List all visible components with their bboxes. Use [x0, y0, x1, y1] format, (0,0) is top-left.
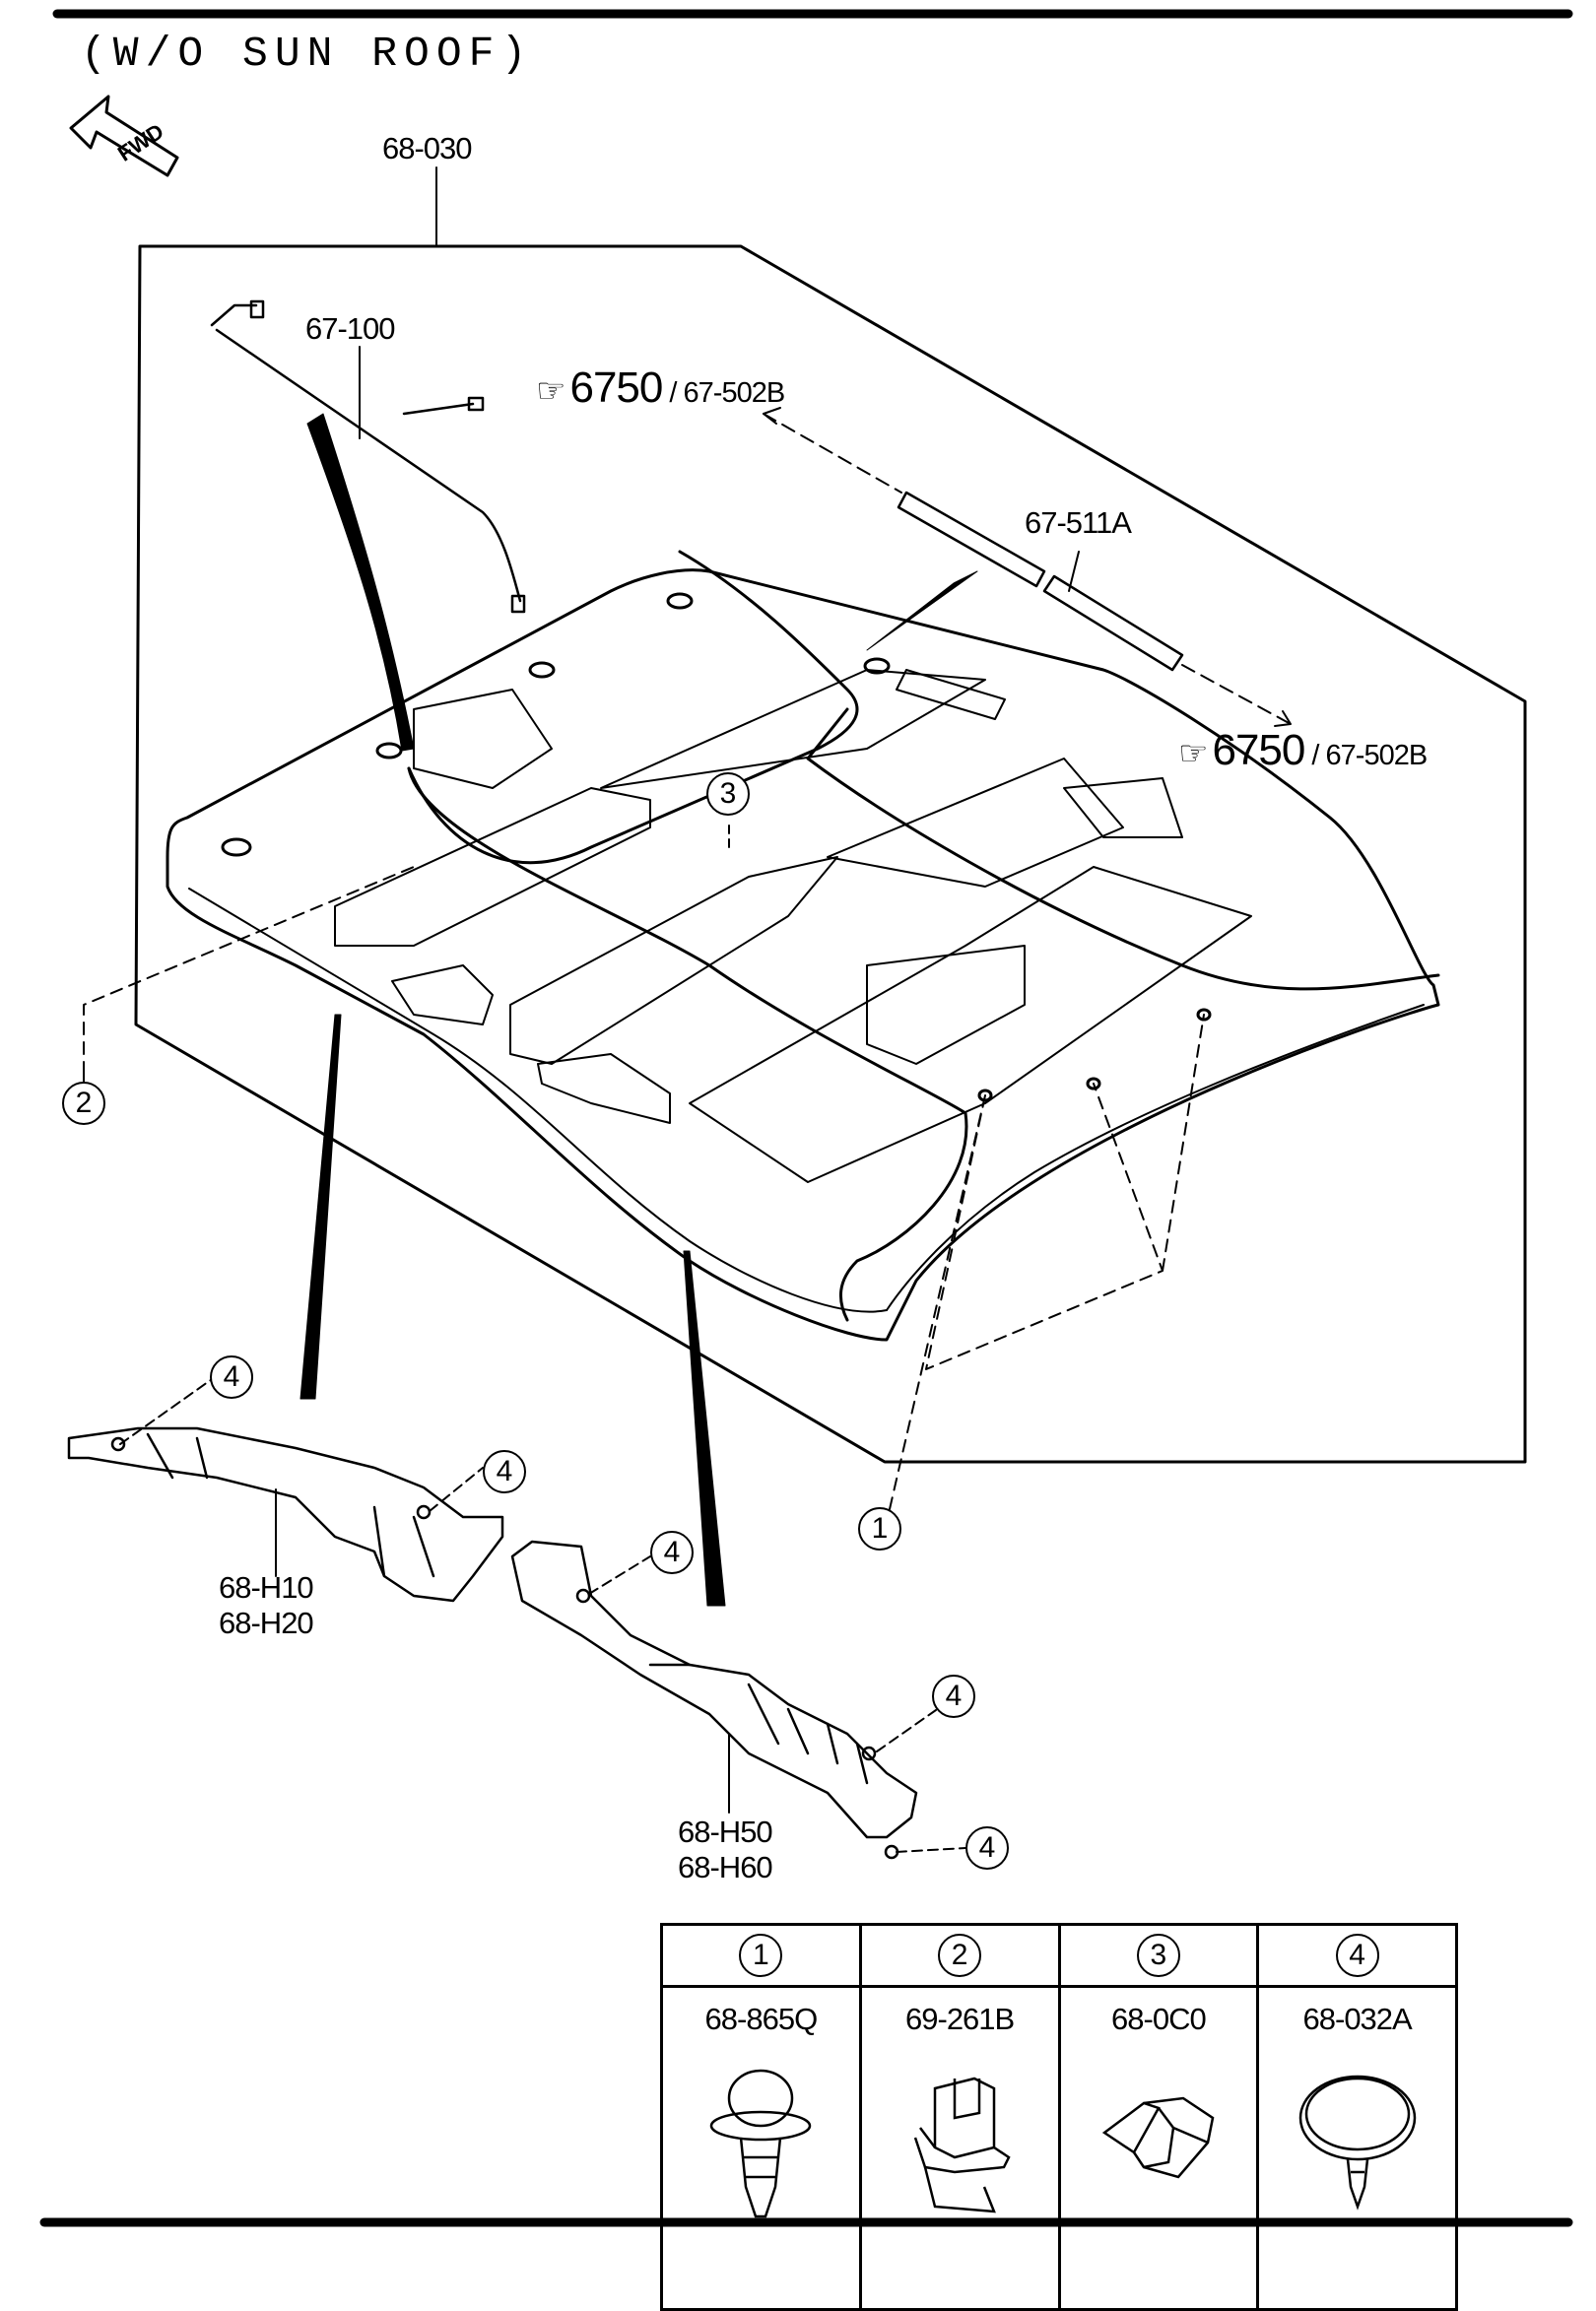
- callout-2: 2: [62, 1082, 105, 1125]
- legend-num: 3: [1136, 1934, 1180, 1977]
- push-clip-icon: [710, 2069, 812, 2218]
- legend-num: 2: [938, 1934, 982, 1977]
- legend-num: 4: [1335, 1934, 1379, 1977]
- exploded-diagram: [39, 9, 1573, 2227]
- round-clip-icon: [1298, 2075, 1416, 2211]
- ref-group-number: 6750: [1212, 726, 1305, 774]
- label-harness: 67-100: [305, 311, 396, 346]
- legend-part: 69-261B: [905, 2002, 1015, 2036]
- pointing-hand-icon: ☞: [536, 372, 566, 410]
- callout-4: 4: [965, 1826, 1009, 1870]
- label-rear-trim-b: 68-H60: [678, 1850, 773, 1884]
- ref-group-top: ☞6750 / 67-502B: [536, 363, 786, 412]
- callout-4: 4: [650, 1531, 694, 1574]
- assembly-box: [134, 244, 1527, 1464]
- legend-part: 68-032A: [1302, 2002, 1413, 2036]
- harness-67-100: [210, 299, 526, 614]
- pointing-hand-icon: ☞: [1178, 735, 1209, 772]
- label-front-trim-b: 68-H20: [219, 1606, 314, 1640]
- ref-group-right: ☞6750 / 67-502B: [1178, 726, 1429, 774]
- callout-3: 3: [706, 772, 750, 816]
- legend-num: 1: [739, 1934, 783, 1977]
- fastener-legend: 1 2 3 4 68-865Q 69-261B 68-0C0: [660, 1923, 1458, 2311]
- pad-67-511A: [897, 491, 1184, 672]
- fwd-arrow-icon: [69, 95, 179, 177]
- callout-4: 4: [932, 1675, 975, 1718]
- callout-4: 4: [483, 1450, 526, 1493]
- callout-4: 4: [210, 1355, 253, 1399]
- legend-part: 68-865Q: [704, 2002, 819, 2036]
- clip-bracket-icon: [913, 2077, 1011, 2213]
- label-pad: 67-511A: [1025, 505, 1132, 540]
- label-front-trim-a: 68-H10: [219, 1570, 314, 1605]
- label-rear-trim-a: 68-H50: [678, 1815, 773, 1849]
- diagram-title: (W/O SUN ROOF): [81, 30, 534, 78]
- label-headliner: 68-030: [382, 131, 473, 165]
- headliner-shape: [166, 550, 1440, 1342]
- legend-part: 68-0C0: [1111, 2002, 1207, 2036]
- ref-group-number: 6750: [569, 363, 663, 412]
- ref-part-number: 67-502B: [683, 377, 786, 409]
- ref-part-number: 67-502B: [1325, 740, 1429, 771]
- callout-1: 1: [858, 1507, 901, 1551]
- front-pillar-trim: [67, 1426, 504, 1603]
- fastener-icon: [1101, 2096, 1215, 2179]
- rear-pillar-trim: [510, 1540, 918, 1860]
